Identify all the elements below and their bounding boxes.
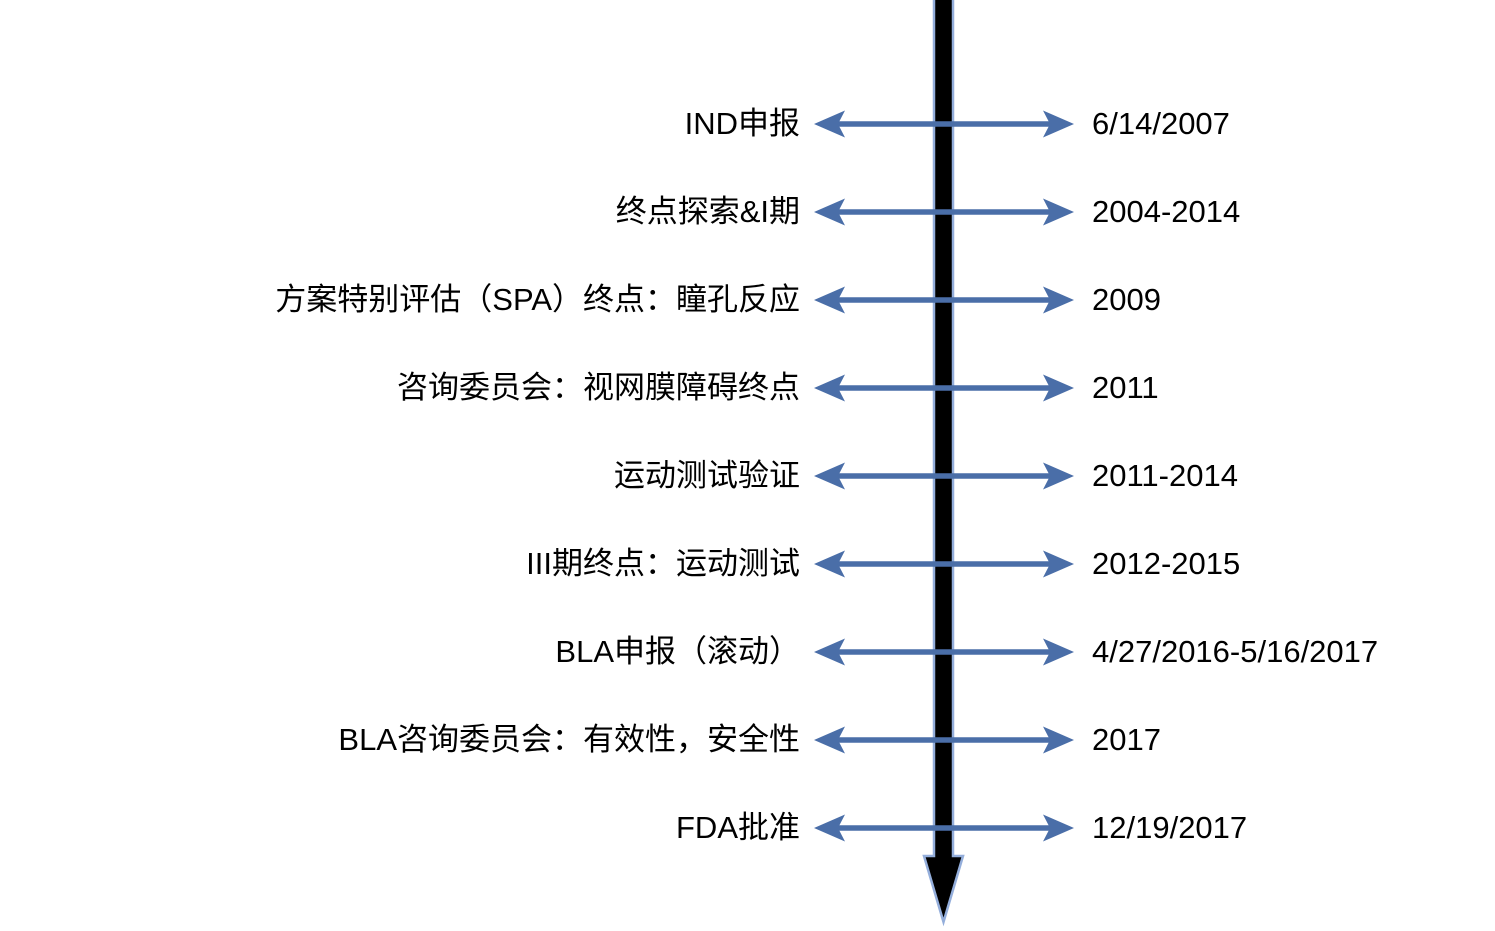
double-headed-arrow-icon xyxy=(814,462,1074,490)
event-label: IND申报 xyxy=(684,106,800,142)
double-headed-arrow-icon xyxy=(814,638,1074,666)
timeline-event-row: 方案特别评估（SPA）终点：瞳孔反应 2009 xyxy=(0,278,1495,322)
event-label: 终点探索&I期 xyxy=(615,194,800,230)
event-date: 2017 xyxy=(1092,722,1161,758)
timeline-event-row: 终点探索&I期 2004-2014 xyxy=(0,190,1495,234)
event-label: 方案特别评估（SPA）终点：瞳孔反应 xyxy=(275,282,800,318)
double-headed-arrow-icon xyxy=(814,550,1074,578)
timeline-event-row: 运动测试验证 2011-2014 xyxy=(0,454,1495,498)
event-label: 运动测试验证 xyxy=(614,458,800,494)
event-date: 2012-2015 xyxy=(1092,546,1241,582)
double-headed-arrow-icon xyxy=(814,198,1074,226)
timeline-event-row: III期终点：运动测试 2012-2015 xyxy=(0,542,1495,586)
double-headed-arrow-icon xyxy=(814,814,1074,842)
event-label: FDA批准 xyxy=(676,810,800,846)
event-date: 6/14/2007 xyxy=(1092,106,1230,142)
double-headed-arrow-icon xyxy=(814,374,1074,402)
event-label: III期终点：运动测试 xyxy=(526,546,800,582)
event-date: 2011 xyxy=(1092,370,1159,406)
event-date: 4/27/2016-5/16/2017 xyxy=(1092,634,1379,670)
double-headed-arrow-icon xyxy=(814,726,1074,754)
event-date: 2004-2014 xyxy=(1092,194,1241,230)
event-date: 12/19/2017 xyxy=(1092,810,1248,846)
event-date: 2009 xyxy=(1092,282,1161,318)
event-label: BLA申报（滚动） xyxy=(555,634,800,670)
timeline-event-row: 咨询委员会：视网膜障碍终点 2011 xyxy=(0,366,1495,410)
timeline-event-row: FDA批准 12/19/2017 xyxy=(0,806,1495,850)
event-label: BLA咨询委员会：有效性，安全性 xyxy=(338,722,800,758)
event-date: 2011-2014 xyxy=(1092,458,1238,494)
timeline-event-row: BLA咨询委员会：有效性，安全性 2017 xyxy=(0,718,1495,762)
timeline-event-row: IND申报 6/14/2007 xyxy=(0,102,1495,146)
double-headed-arrow-icon xyxy=(814,286,1074,314)
timeline-event-row: BLA申报（滚动） 4/27/2016-5/16/2017 xyxy=(0,630,1495,674)
double-headed-arrow-icon xyxy=(814,110,1074,138)
event-label: 咨询委员会：视网膜障碍终点 xyxy=(397,370,800,406)
